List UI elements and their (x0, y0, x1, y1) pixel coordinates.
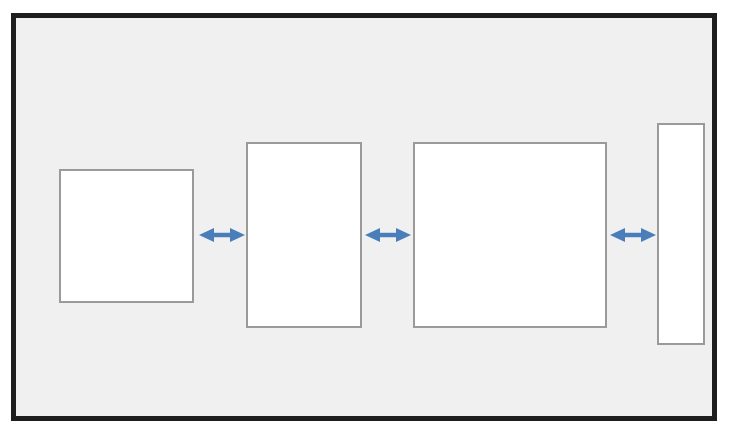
double-arrow-shape (610, 228, 656, 242)
double-arrow-icon (365, 228, 411, 242)
double-arrow-icon (610, 228, 656, 242)
double-arrow-shape (365, 228, 411, 242)
double-arrow-icon (199, 228, 245, 242)
diagram-box-1 (59, 169, 194, 303)
diagram-frame (11, 13, 717, 421)
diagram-box-4 (657, 123, 705, 345)
diagram-box-2 (246, 142, 362, 328)
double-arrow-shape (199, 228, 245, 242)
diagram-box-3 (413, 142, 607, 328)
